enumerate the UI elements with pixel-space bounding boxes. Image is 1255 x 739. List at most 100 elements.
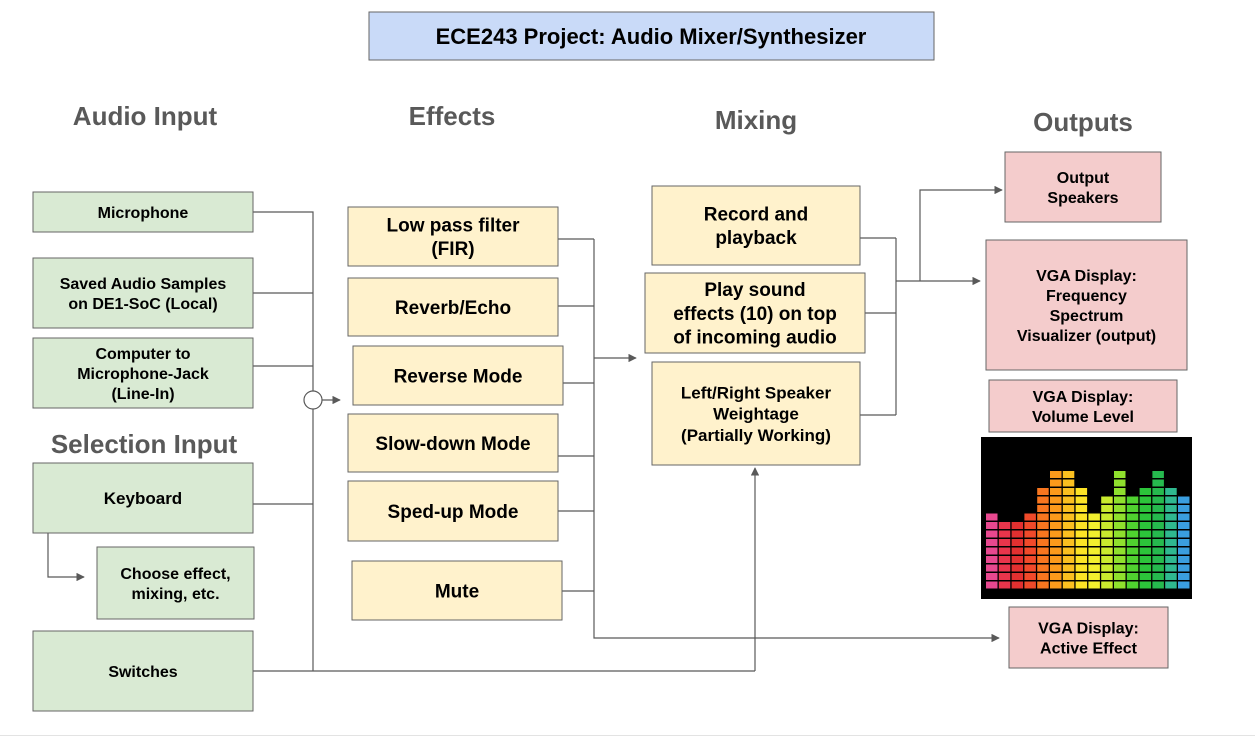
equalizer-segment xyxy=(1114,581,1126,589)
equalizer-segment xyxy=(1050,564,1062,572)
equalizer-segment xyxy=(1024,539,1036,546)
equalizer-segment xyxy=(1178,539,1190,546)
equalizer-segment xyxy=(986,522,998,529)
equalizer-segment xyxy=(1152,564,1164,572)
effect-slow-down-box: Slow-down Mode xyxy=(347,413,559,473)
heading-mixing: Mixing xyxy=(715,105,797,135)
equalizer-segment xyxy=(1114,547,1126,555)
output-spectrum-label-line: Frequency xyxy=(1046,288,1127,305)
output-volume-rect xyxy=(988,379,1178,433)
equalizer-segment xyxy=(1139,505,1152,512)
equalizer-segment xyxy=(998,539,1011,546)
equalizer-segment xyxy=(1101,564,1113,572)
output-spectrum-rect xyxy=(985,239,1188,371)
bottom-rule xyxy=(0,735,1255,736)
equalizer-segment xyxy=(1050,471,1062,478)
equalizer-segment xyxy=(1114,573,1126,580)
equalizer-segment xyxy=(1101,505,1113,512)
equalizer-segment xyxy=(986,513,998,521)
equalizer-segment xyxy=(1178,496,1190,504)
equalizer-segment xyxy=(1024,564,1036,572)
equalizer-segment xyxy=(1011,581,1024,589)
equalizer-segment xyxy=(1152,522,1164,529)
mixing-record-playback-label-line: Record and xyxy=(704,204,809,225)
equalizer-segment xyxy=(1050,505,1062,512)
input-microphone-rect xyxy=(32,191,254,233)
equalizer-segment xyxy=(1062,547,1075,555)
equalizer-segment xyxy=(1062,513,1075,521)
equalizer-segment xyxy=(1037,539,1049,546)
input-microphone-label-line: Microphone xyxy=(98,205,189,222)
output-speakers-label-line: Output xyxy=(1057,170,1110,187)
effect-slow-down-label-line: Slow-down Mode xyxy=(375,434,530,455)
equalizer-segment xyxy=(1101,556,1113,563)
input-saved-samples-label-line: Saved Audio Samples xyxy=(60,276,227,293)
equalizer-segment xyxy=(1152,513,1164,521)
mixing-sound-effects-rect xyxy=(644,272,866,354)
connector-arrow xyxy=(919,185,1003,281)
equalizer-segment xyxy=(1139,539,1152,546)
equalizer-segment xyxy=(1165,505,1177,512)
effect-reverse-box: Reverse Mode xyxy=(352,345,564,406)
equalizer-segment xyxy=(1088,573,1100,580)
equalizer-segment xyxy=(1126,547,1139,555)
equalizer-segment xyxy=(998,564,1011,572)
equalizer-segment xyxy=(1152,488,1164,495)
equalizer-segment xyxy=(1037,530,1049,538)
equalizer-segment xyxy=(1037,505,1049,512)
equalizer-segment xyxy=(1050,530,1062,538)
effect-low-pass-label-line: Low pass filter xyxy=(386,215,520,236)
equalizer-segment xyxy=(1126,505,1139,512)
equalizer-segment xyxy=(1139,581,1152,589)
output-speakers-label-line: Speakers xyxy=(1047,190,1118,207)
input-computer-line-in-label-line: Microphone-Jack xyxy=(77,366,209,383)
equalizer-segment xyxy=(1075,530,1088,538)
output-spectrum-box: VGA Display:FrequencySpectrumVisualizer … xyxy=(985,239,1188,371)
equalizer-segment xyxy=(1050,581,1062,589)
equalizer-segment xyxy=(1178,564,1190,572)
equalizer-segment xyxy=(1152,530,1164,538)
equalizer-segment xyxy=(1165,530,1177,538)
equalizer-segment xyxy=(1152,573,1164,580)
equalizer-segment xyxy=(1050,488,1062,495)
equalizer-segment xyxy=(986,547,998,555)
equalizer-segment xyxy=(1139,488,1152,495)
equalizer-segment xyxy=(986,573,998,580)
equalizer-segment xyxy=(1126,564,1139,572)
effect-reverb-box: Reverb/Echo xyxy=(347,277,559,337)
equalizer-segment xyxy=(1088,530,1100,538)
equalizer-segment xyxy=(1062,539,1075,546)
input-keyboard-rect xyxy=(32,462,254,534)
equalizer-segment xyxy=(1114,488,1126,495)
equalizer-segment xyxy=(986,581,998,589)
equalizer-segment xyxy=(1037,513,1049,521)
equalizer-segment xyxy=(1126,581,1139,589)
output-active-effect-rect xyxy=(1008,606,1169,669)
equalizer-segment xyxy=(1165,547,1177,555)
junction-circle xyxy=(303,390,323,410)
equalizer-segment xyxy=(1088,513,1100,521)
equalizer-segment xyxy=(1165,496,1177,504)
mixing-sound-effects-label-line: Play sound xyxy=(704,280,805,301)
equalizer-segment xyxy=(1075,522,1088,529)
effect-mute-box: Mute xyxy=(351,560,563,621)
mixing-speaker-weightage-rect xyxy=(651,361,861,466)
equalizer-segment xyxy=(998,547,1011,555)
equalizer-segment xyxy=(1126,539,1139,546)
equalizer-segment xyxy=(1062,581,1075,589)
equalizer-segment xyxy=(998,522,1011,529)
equalizer-segment xyxy=(1178,513,1190,521)
equalizer-segment xyxy=(1088,547,1100,555)
equalizer-segment xyxy=(1178,530,1190,538)
equalizer-segment xyxy=(1062,505,1075,512)
output-spectrum-label-line: VGA Display: xyxy=(1036,268,1137,285)
equalizer-segment xyxy=(986,539,998,546)
equalizer-segment xyxy=(1024,522,1036,529)
equalizer-segment xyxy=(1152,547,1164,555)
connectors xyxy=(47,185,1003,672)
diagram-title: ECE243 Project: Audio Mixer/Synthesizer xyxy=(436,24,867,49)
equalizer-segment xyxy=(1050,522,1062,529)
